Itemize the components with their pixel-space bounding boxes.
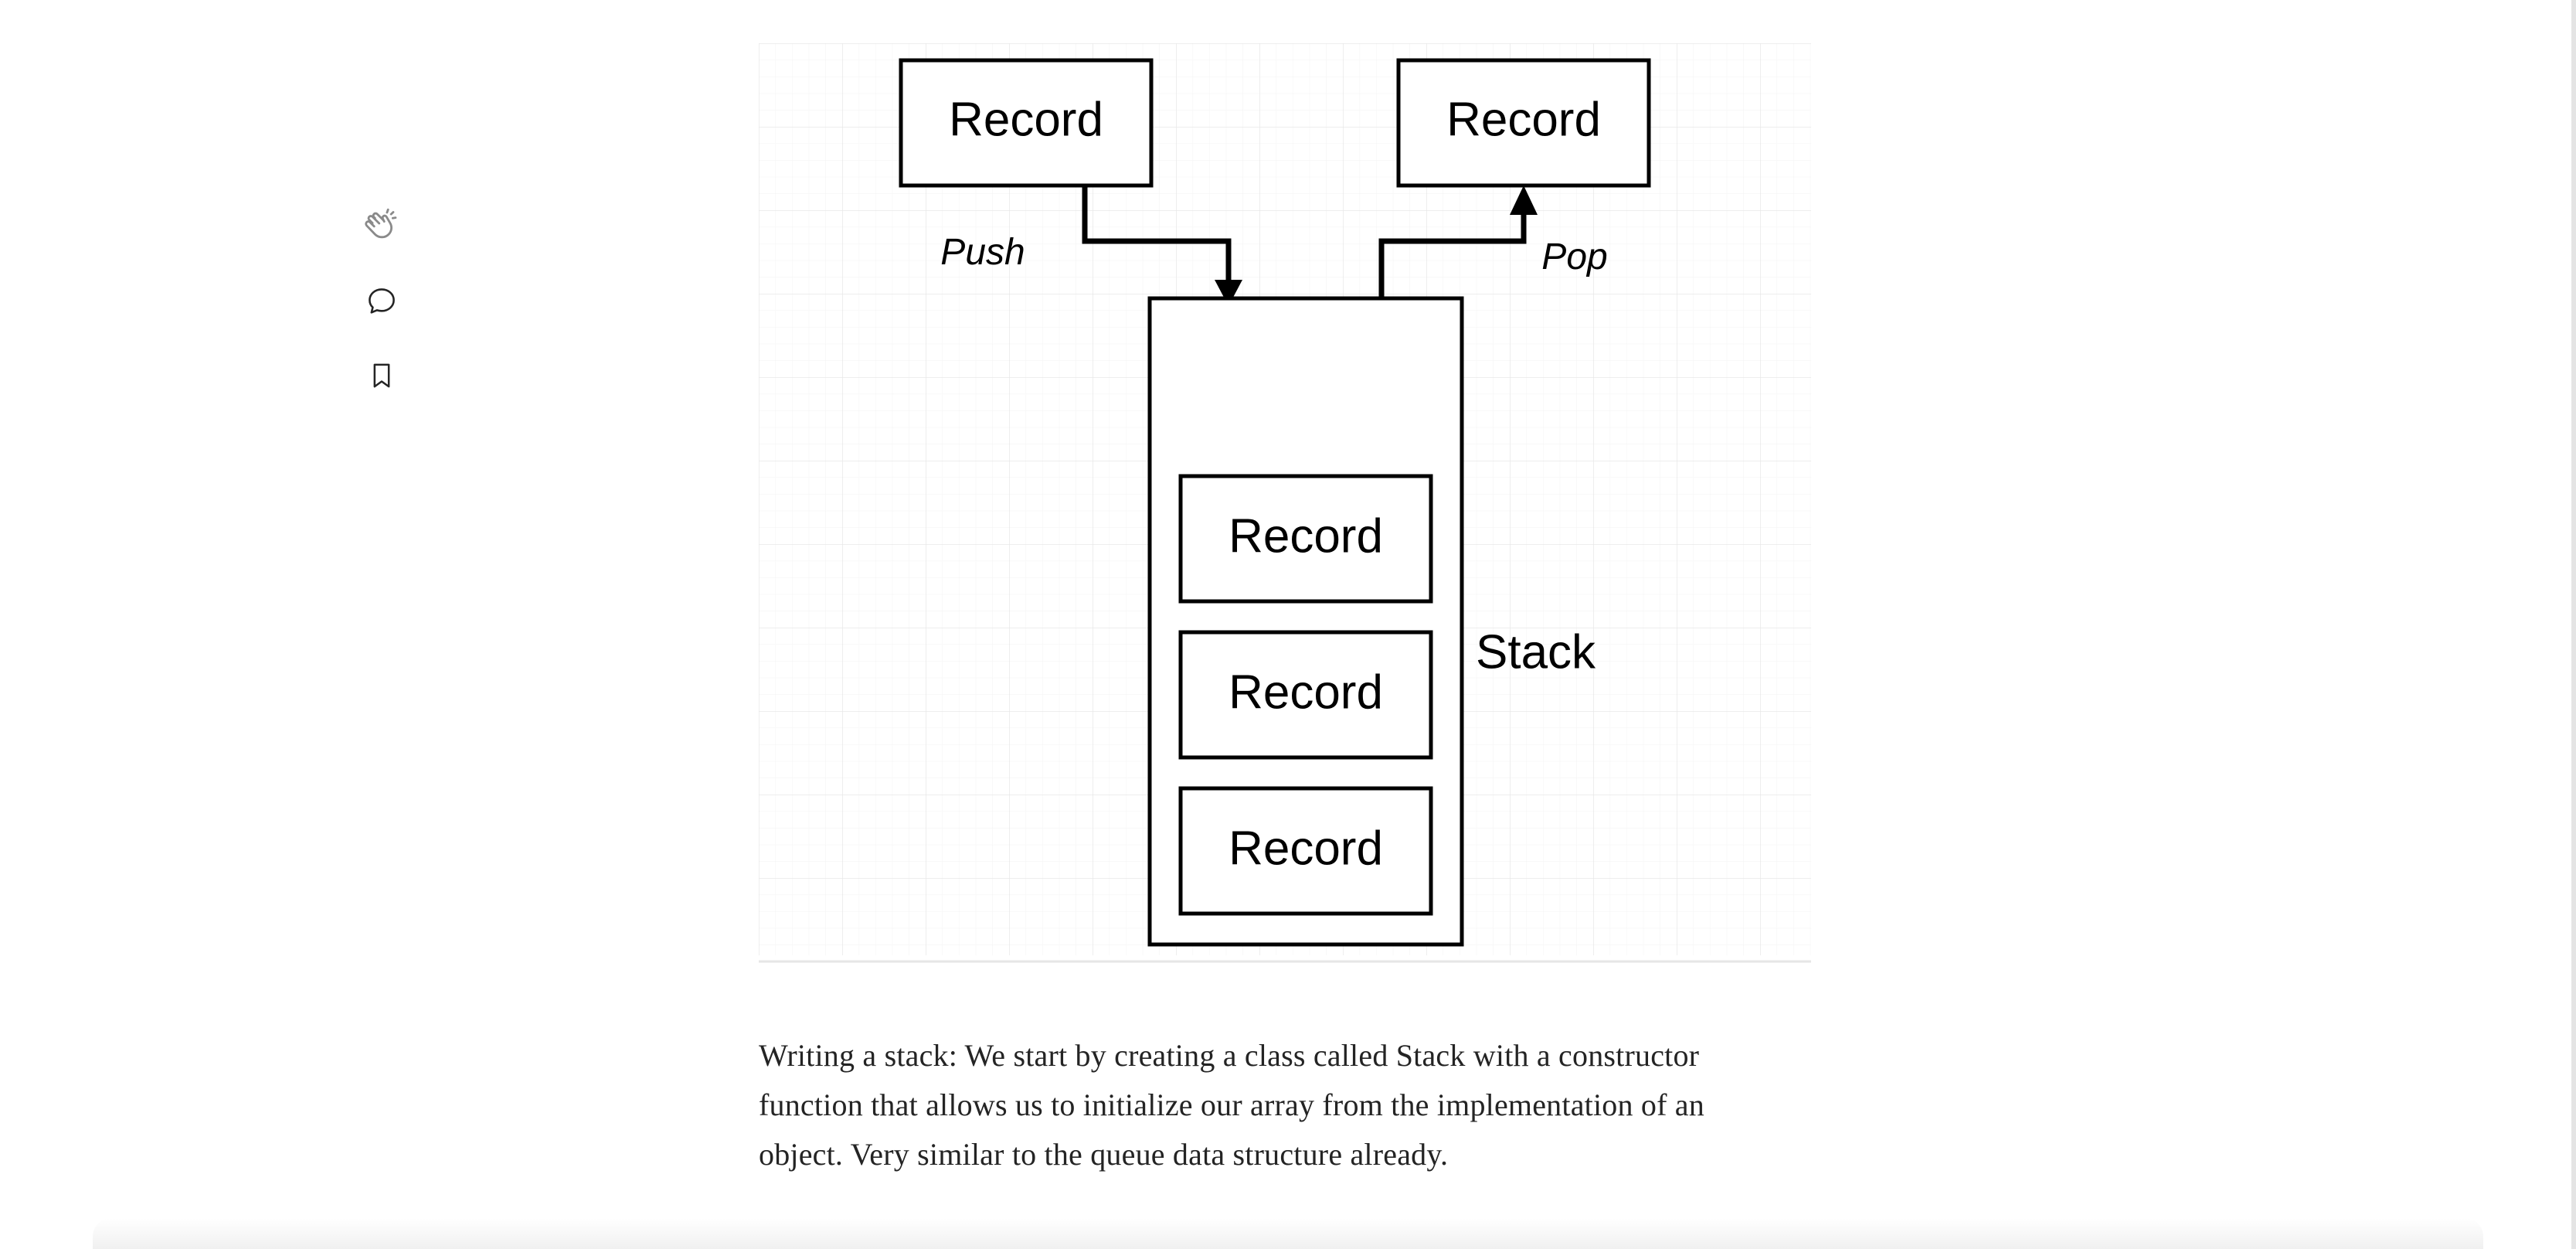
bottom-bar-shadow — [93, 1218, 2483, 1249]
pop-label: Pop — [1541, 237, 1607, 277]
article-action-rail — [357, 202, 406, 400]
record-label: Record — [1229, 509, 1383, 563]
push-arrow — [1082, 185, 1242, 306]
stack-diagram-figure: Record Record Push Pop Record Record — [759, 43, 1811, 963]
paragraph-line: object. Very similar to the queue data s… — [759, 1137, 1449, 1172]
stack-record-2: Record — [1178, 630, 1433, 760]
scrollbar-track[interactable] — [2571, 0, 2576, 1249]
stack-record-3: Record — [1178, 786, 1433, 916]
comment-icon — [369, 288, 395, 314]
push-source-record: Record — [899, 58, 1154, 188]
stack-diagram: Record Record Push Pop Record Record — [759, 43, 1811, 963]
push-label: Push — [940, 232, 1025, 273]
pop-target-record: Record — [1396, 58, 1651, 188]
clap-button[interactable] — [357, 202, 406, 252]
comment-button[interactable] — [357, 277, 406, 326]
stack-label: Stack — [1476, 625, 1596, 679]
record-label: Record — [1229, 822, 1383, 875]
record-label: Record — [1229, 665, 1383, 719]
bookmark-icon — [373, 363, 390, 388]
article-paragraph: Writing a stack: We start by creating a … — [759, 1031, 1817, 1179]
stack-record-1: Record — [1178, 474, 1433, 604]
pop-arrow — [1378, 185, 1538, 298]
record-label: Record — [1446, 93, 1601, 146]
paragraph-line: function that allows us to initialize ou… — [759, 1087, 1704, 1122]
paragraph-line: Writing a stack: We start by creating a … — [759, 1038, 1700, 1073]
bookmark-button[interactable] — [357, 351, 406, 400]
clap-icon — [365, 208, 397, 239]
record-label: Record — [949, 93, 1103, 146]
